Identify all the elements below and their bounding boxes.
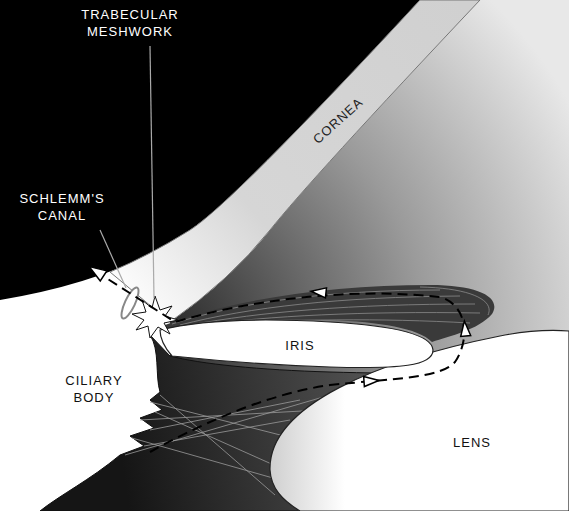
part-label: SCHLEMM'S CANAL	[7, 190, 117, 224]
part-label: TRABECULAR MESHWORK	[70, 6, 190, 40]
part-label: IRIS	[260, 337, 340, 354]
part-label: CILIARY BODY	[51, 372, 137, 406]
part-label: LENS	[432, 434, 512, 451]
